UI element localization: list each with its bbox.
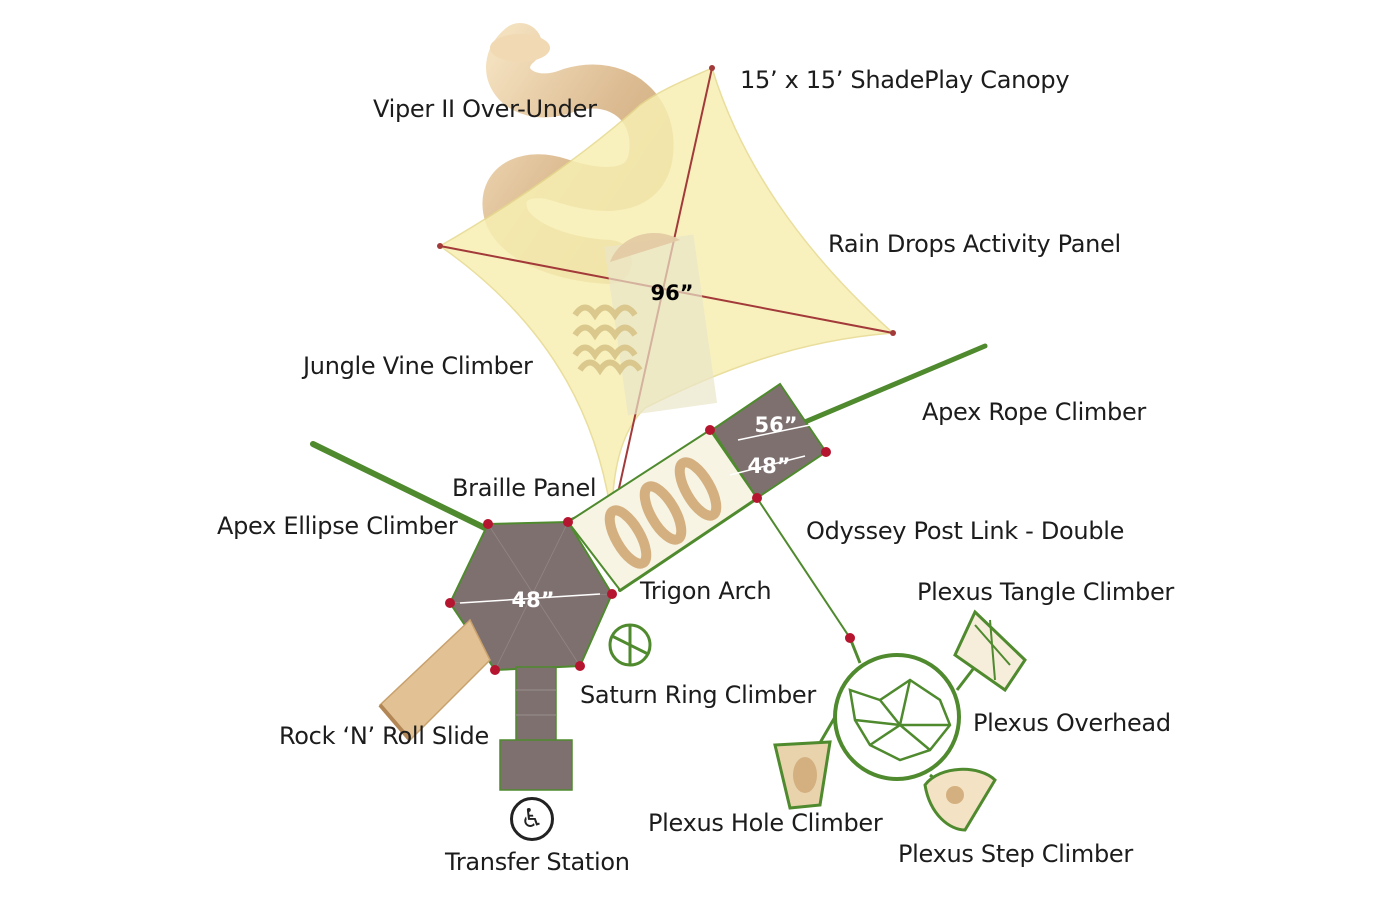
label-plexus-step: Plexus Step Climber	[898, 840, 1133, 868]
label-transfer: Transfer Station	[445, 848, 630, 876]
label-canopy: 15’ x 15’ ShadePlay Canopy	[740, 66, 1070, 94]
trigon-bridge	[566, 428, 759, 592]
plexus-step-climber	[923, 767, 997, 832]
dim-canopy-deck: 96”	[650, 281, 693, 305]
label-plexus-hole: Plexus Hole Climber	[648, 809, 883, 837]
label-apex-rope: Apex Rope Climber	[922, 398, 1146, 426]
plexus-tangle-climber	[953, 609, 1027, 693]
dim-hex: 48”	[511, 588, 554, 612]
jungle-vine-climber	[572, 304, 643, 376]
rock-n-roll-slide	[378, 618, 491, 742]
saturn-ring-climber	[608, 623, 652, 667]
label-rain-drops: Rain Drops Activity Panel	[828, 230, 1121, 258]
canopy-deck	[604, 233, 718, 416]
label-saturn: Saturn Ring Climber	[580, 681, 816, 709]
dim-square-bottom: 48”	[747, 454, 790, 478]
plexus-hole-climber	[773, 740, 832, 810]
label-rock-n-roll: Rock ‘N’ Roll Slide	[279, 722, 489, 750]
dim-square-top: 56”	[754, 413, 797, 437]
label-odyssey: Odyssey Post Link - Double	[806, 517, 1125, 545]
wheelchair-accessible-icon: ♿	[510, 797, 554, 841]
label-plexus-overhead: Plexus Overhead	[973, 709, 1171, 737]
label-apex-ellipse: Apex Ellipse Climber	[217, 512, 458, 540]
transfer-station-steps	[499, 666, 573, 791]
label-braille: Braille Panel	[452, 474, 597, 502]
label-viper: Viper II Over-Under	[373, 95, 597, 123]
posts	[445, 425, 855, 675]
label-trigon: Trigon Arch	[640, 577, 772, 605]
label-plexus-tangle: Plexus Tangle Climber	[917, 578, 1174, 606]
plexus-overhead	[808, 637, 982, 792]
label-jungle-vine: Jungle Vine Climber	[303, 352, 533, 380]
